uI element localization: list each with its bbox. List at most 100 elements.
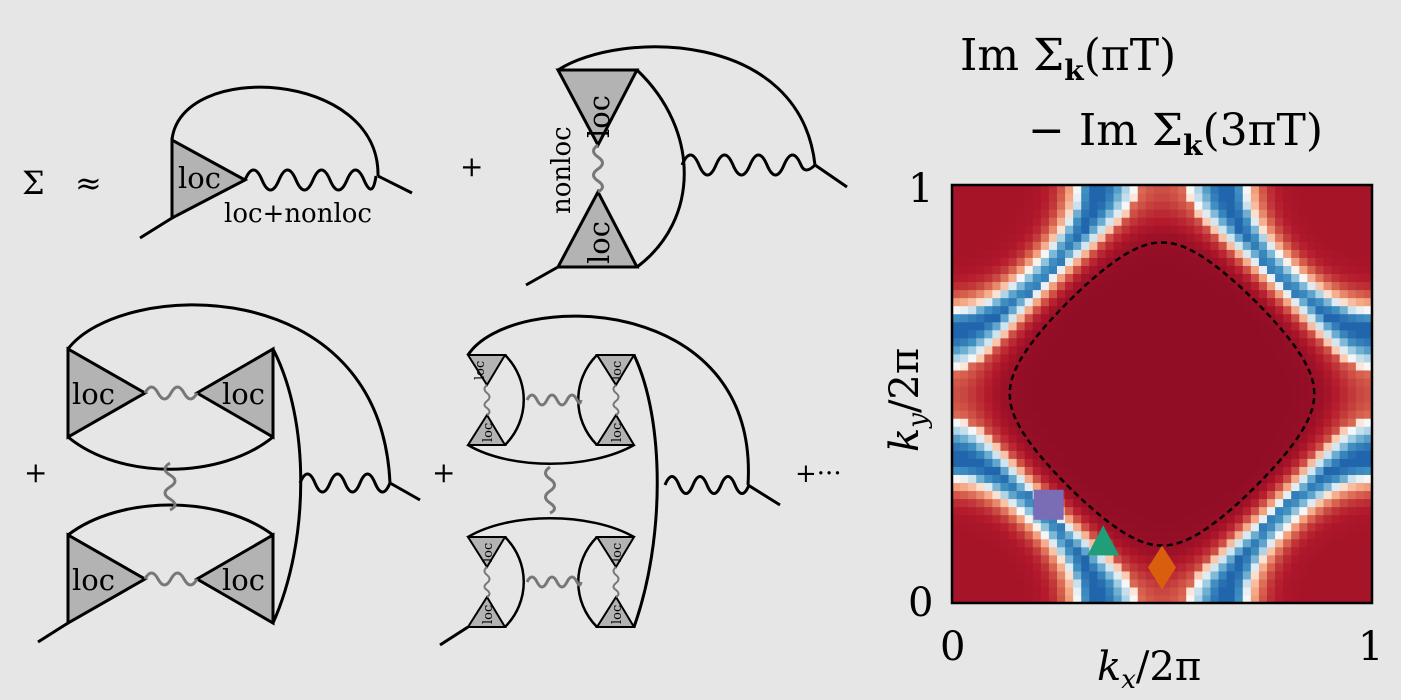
heatmap-cell xyxy=(1097,321,1107,331)
heatmap-cell xyxy=(1250,305,1260,315)
heatmap-cell xyxy=(1339,241,1349,250)
heatmap-cell xyxy=(1162,522,1171,532)
heatmap-cell xyxy=(1315,241,1325,250)
heatmap-cell xyxy=(952,466,961,475)
heatmap-cell xyxy=(1202,402,1212,411)
heatmap-cell xyxy=(1048,241,1058,250)
heatmap-cell xyxy=(1178,249,1187,258)
heatmap-cell xyxy=(1016,554,1026,564)
heatmap-cell xyxy=(1145,353,1155,363)
heatmap-cell xyxy=(1307,329,1317,339)
heatmap-cell xyxy=(1032,313,1042,323)
heatmap-cell xyxy=(1105,297,1115,307)
heatmap-cell xyxy=(1267,313,1276,323)
heatmap-cell xyxy=(1355,249,1365,258)
heatmap-cell xyxy=(1210,209,1220,218)
heatmap-cell xyxy=(1170,257,1179,266)
heatmap-cell xyxy=(1250,442,1260,451)
heatmap-cell xyxy=(1089,185,1098,194)
heatmap-cell xyxy=(1218,217,1228,226)
heatmap-cell xyxy=(1242,458,1252,467)
heatmap-cell xyxy=(1057,201,1066,210)
heatmap-cell xyxy=(1355,586,1365,596)
heatmap-cell xyxy=(1121,297,1131,307)
heatmap-cell xyxy=(960,321,969,331)
heatmap-cell xyxy=(976,257,985,266)
heatmap-cell xyxy=(1170,402,1179,411)
heatmap-cell xyxy=(1291,466,1300,475)
heatmap-cell xyxy=(1170,394,1179,403)
heatmap-cell xyxy=(1024,482,1034,492)
heatmap-cell xyxy=(1000,297,1010,307)
heatmap-cell xyxy=(1283,394,1292,403)
heatmap-cell xyxy=(1024,313,1034,323)
heatmap-cell xyxy=(1186,442,1195,451)
heatmap-cell xyxy=(1057,265,1066,275)
heatmap-cell xyxy=(960,538,969,548)
heatmap-cell xyxy=(1048,233,1058,242)
heatmap-cell xyxy=(1267,394,1276,403)
heatmap-cell xyxy=(1000,570,1010,580)
heatmap-cell xyxy=(1000,402,1010,411)
heatmap-cell xyxy=(1339,458,1349,467)
heatmap-cell xyxy=(1137,185,1147,194)
heatmap-cell xyxy=(1347,474,1357,484)
heatmap-cell xyxy=(1024,193,1034,202)
heatmap-cell xyxy=(1234,297,1244,307)
heatmap-cell xyxy=(1008,506,1018,516)
heatmap-cell xyxy=(1065,361,1074,371)
heatmap-cell xyxy=(1145,394,1155,403)
heatmap-cell xyxy=(1218,313,1228,323)
heatmap-cell xyxy=(1347,185,1357,194)
heatmap-cell xyxy=(1307,241,1317,250)
heatmap-cell xyxy=(1186,337,1195,347)
heatmap-cell xyxy=(1291,442,1300,451)
heatmap-cell xyxy=(1048,530,1058,540)
heatmap-cell xyxy=(1323,562,1333,572)
heatmap-cell xyxy=(1218,305,1228,315)
heatmap-cell xyxy=(1145,329,1155,339)
heatmap-cell xyxy=(1315,361,1325,371)
heatmap-cell xyxy=(992,522,1002,532)
heatmap-cell xyxy=(1170,418,1179,427)
heatmap-cell xyxy=(1258,321,1268,331)
heatmap-cell xyxy=(1194,193,1203,202)
heatmap-cell xyxy=(1032,450,1042,459)
heatmap-cell xyxy=(1355,353,1365,363)
heatmap-cell xyxy=(1355,450,1365,459)
heatmap-cell xyxy=(1347,522,1357,532)
heatmap-cell xyxy=(968,281,977,291)
heatmap-cell xyxy=(992,337,1002,347)
heatmap-cell xyxy=(1218,233,1228,242)
heatmap-cell xyxy=(1081,241,1090,250)
heatmap-cell xyxy=(1097,369,1107,379)
heatmap-cell xyxy=(984,313,993,323)
heatmap-cell xyxy=(1250,385,1260,395)
heatmap-cell xyxy=(1065,578,1074,588)
heatmap-cell xyxy=(1267,474,1276,484)
heatmap-cell xyxy=(1186,466,1195,475)
heatmap-cell xyxy=(1162,578,1171,588)
heatmap-cell xyxy=(1331,450,1341,459)
heatmap-cell xyxy=(984,474,993,484)
heatmap-cell xyxy=(992,185,1002,194)
heatmap-cell xyxy=(1032,369,1042,379)
heatmap-cell xyxy=(1339,474,1349,484)
heatmap-cell xyxy=(1170,233,1179,242)
heatmap-cell xyxy=(1283,546,1292,556)
heatmap-cell xyxy=(984,546,993,556)
heatmap-cell xyxy=(1113,522,1123,532)
heatmap-cell xyxy=(1178,201,1187,210)
heatmap-cell xyxy=(1194,209,1203,218)
heatmap-cell xyxy=(1210,249,1220,258)
heatmap-cell xyxy=(952,482,961,492)
heatmap-cell xyxy=(1089,225,1098,234)
heatmap-cell xyxy=(1339,369,1349,379)
heatmap-cell xyxy=(1226,530,1236,540)
heatmap-cell xyxy=(1113,418,1123,427)
heatmap-cell xyxy=(976,570,985,580)
heatmap-cell xyxy=(1275,514,1284,524)
heatmap-cell xyxy=(1234,538,1244,548)
heatmap-cell xyxy=(1307,498,1317,508)
heatmap-cell xyxy=(960,458,969,467)
